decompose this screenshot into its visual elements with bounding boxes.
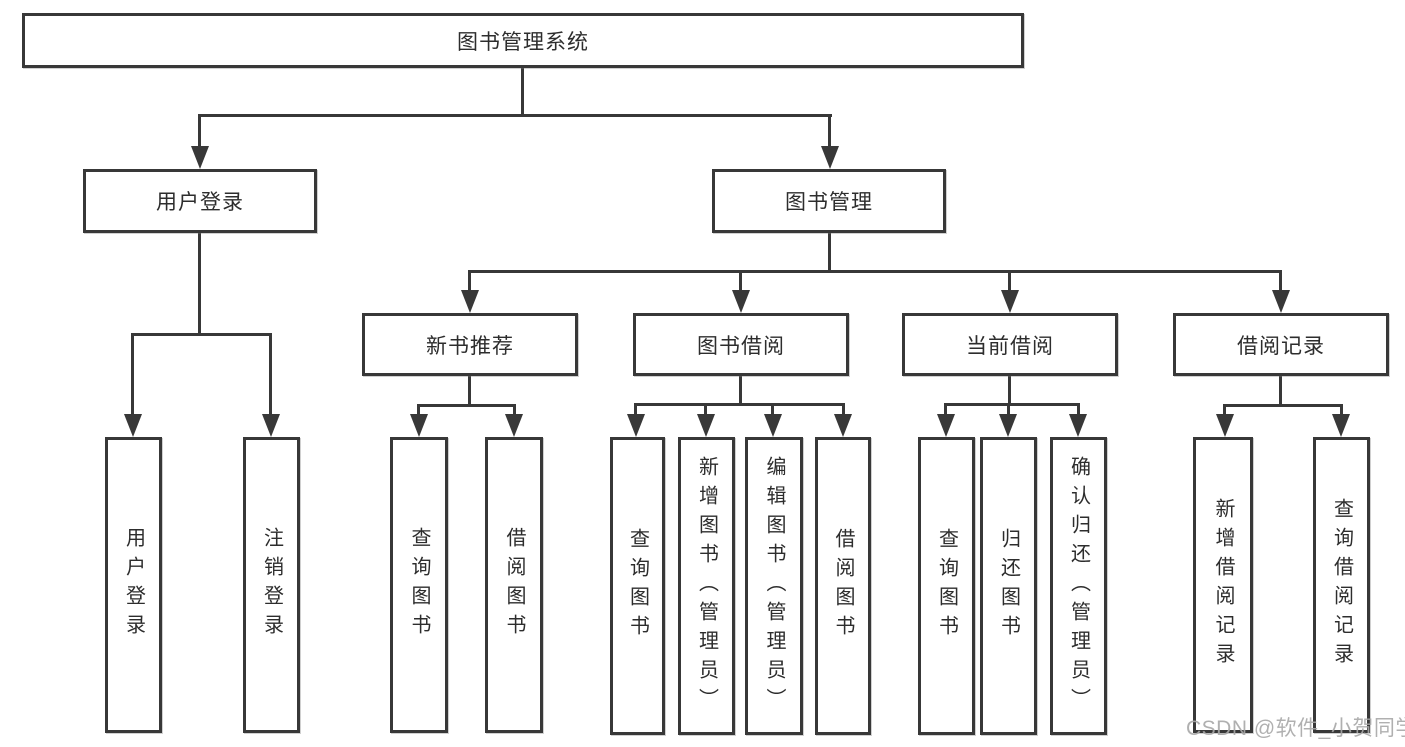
- node-book-borrow: 图书借阅: [633, 313, 849, 376]
- leaf-logout: 注销登录: [243, 437, 300, 733]
- arrowhead: [410, 414, 428, 437]
- leaf-add-book-label: 新增图书（管理员）: [695, 455, 718, 717]
- node-user-login: 用户登录: [83, 169, 317, 233]
- arrowhead: [999, 414, 1017, 437]
- node-current-borrow: 当前借阅: [902, 313, 1118, 376]
- arrowhead: [1216, 414, 1234, 437]
- connector-segment: [739, 270, 742, 292]
- leaf-edit-book: 编辑图书（管理员）: [745, 437, 803, 735]
- leaf-return-book-label: 归还图书: [997, 528, 1020, 644]
- leaf-query-book-1: 查询图书: [390, 437, 448, 733]
- leaf-user-login: 用户登录: [105, 437, 162, 733]
- leaf-query-book-2-label: 查询图书: [626, 528, 649, 644]
- arrowhead: [1272, 290, 1290, 313]
- connector-segment: [1223, 404, 1343, 407]
- connector-segment: [1223, 404, 1226, 416]
- connector-segment: [468, 270, 471, 292]
- arrowhead: [1069, 414, 1087, 437]
- arrowhead: [834, 414, 852, 437]
- leaf-logout-label: 注销登录: [260, 527, 283, 643]
- arrowhead: [764, 414, 782, 437]
- leaf-borrow-book-1-label: 借阅图书: [503, 527, 525, 643]
- connector-segment: [828, 114, 831, 148]
- arrowhead: [732, 290, 750, 313]
- arrowhead: [1332, 414, 1350, 437]
- connector-segment: [1279, 376, 1282, 407]
- connector-segment: [1008, 270, 1011, 292]
- arrowhead: [191, 146, 209, 169]
- leaf-borrow-book-1: 借阅图书: [485, 437, 543, 733]
- arrowhead: [461, 290, 479, 313]
- node-new-book-rec-label: 新书推荐: [426, 334, 514, 358]
- connector-segment: [842, 403, 845, 416]
- connector-segment: [634, 403, 637, 416]
- leaf-query-book-3: 查询图书: [918, 437, 975, 735]
- connector-segment: [944, 403, 1080, 406]
- connector-segment: [417, 404, 516, 407]
- leaf-query-borrow-record: 查询借阅记录: [1313, 437, 1370, 733]
- connector-segment: [1008, 376, 1011, 406]
- node-borrow-records-label: 借阅记录: [1237, 334, 1325, 358]
- connector-segment: [1007, 403, 1010, 416]
- node-book-borrow-label: 图书借阅: [697, 334, 785, 358]
- arrowhead: [1001, 290, 1019, 313]
- leaf-add-borrow-record: 新增借阅记录: [1193, 437, 1253, 733]
- connector-segment: [269, 333, 272, 416]
- node-book-mgmt-label: 图书管理: [785, 191, 873, 214]
- connector-segment: [828, 233, 831, 273]
- connector-segment: [131, 333, 134, 416]
- connector-segment: [771, 403, 774, 416]
- arrowhead: [627, 414, 645, 437]
- arrowhead: [124, 414, 142, 437]
- connector-segment: [944, 403, 947, 416]
- connector-segment: [417, 404, 420, 416]
- leaf-user-login-label: 用户登录: [122, 527, 145, 643]
- connector-segment: [131, 333, 272, 336]
- leaf-add-borrow-record-label: 新增借阅记录: [1212, 498, 1234, 672]
- node-book-mgmt: 图书管理: [712, 169, 946, 233]
- connector-segment: [1279, 270, 1282, 292]
- connector-segment: [704, 403, 707, 416]
- connector-segment: [198, 233, 201, 336]
- node-user-login-label: 用户登录: [156, 191, 244, 214]
- node-root: 图书管理系统: [22, 13, 1024, 68]
- leaf-add-book: 新增图书（管理员）: [678, 437, 735, 735]
- leaf-borrow-book-2: 借阅图书: [815, 437, 871, 735]
- connector-segment: [198, 114, 832, 117]
- leaf-confirm-return: 确认归还（管理员）: [1050, 437, 1107, 735]
- connector-segment: [739, 376, 742, 406]
- connector-segment: [634, 403, 845, 406]
- node-current-borrow-label: 当前借阅: [966, 334, 1054, 358]
- leaf-edit-book-label: 编辑图书（管理员）: [763, 455, 785, 717]
- arrowhead: [505, 414, 523, 437]
- connector-segment: [1340, 404, 1343, 416]
- connector-segment: [513, 404, 516, 416]
- connector-segment: [1077, 403, 1080, 416]
- leaf-confirm-return-label: 确认归还（管理员）: [1067, 455, 1090, 717]
- leaf-query-book-3-label: 查询图书: [935, 528, 958, 644]
- connector-segment: [198, 114, 201, 148]
- node-borrow-records: 借阅记录: [1173, 313, 1389, 376]
- arrowhead: [937, 414, 955, 437]
- arrowhead: [262, 414, 280, 437]
- csdn-watermark: CSDN @软件_小贺同学: [1186, 717, 1405, 740]
- arrowhead: [821, 146, 839, 169]
- node-new-book-rec: 新书推荐: [362, 313, 578, 376]
- leaf-query-book-1-label: 查询图书: [408, 527, 430, 643]
- connector-segment: [468, 270, 1282, 273]
- arrowhead: [697, 414, 715, 437]
- node-root-label: 图书管理系统: [457, 30, 589, 54]
- leaf-return-book: 归还图书: [980, 437, 1037, 735]
- connector-segment: [521, 68, 524, 117]
- leaf-borrow-book-2-label: 借阅图书: [832, 528, 854, 644]
- leaf-query-borrow-record-label: 查询借阅记录: [1330, 498, 1353, 672]
- leaf-query-book-2: 查询图书: [610, 437, 665, 735]
- connector-segment: [468, 376, 471, 407]
